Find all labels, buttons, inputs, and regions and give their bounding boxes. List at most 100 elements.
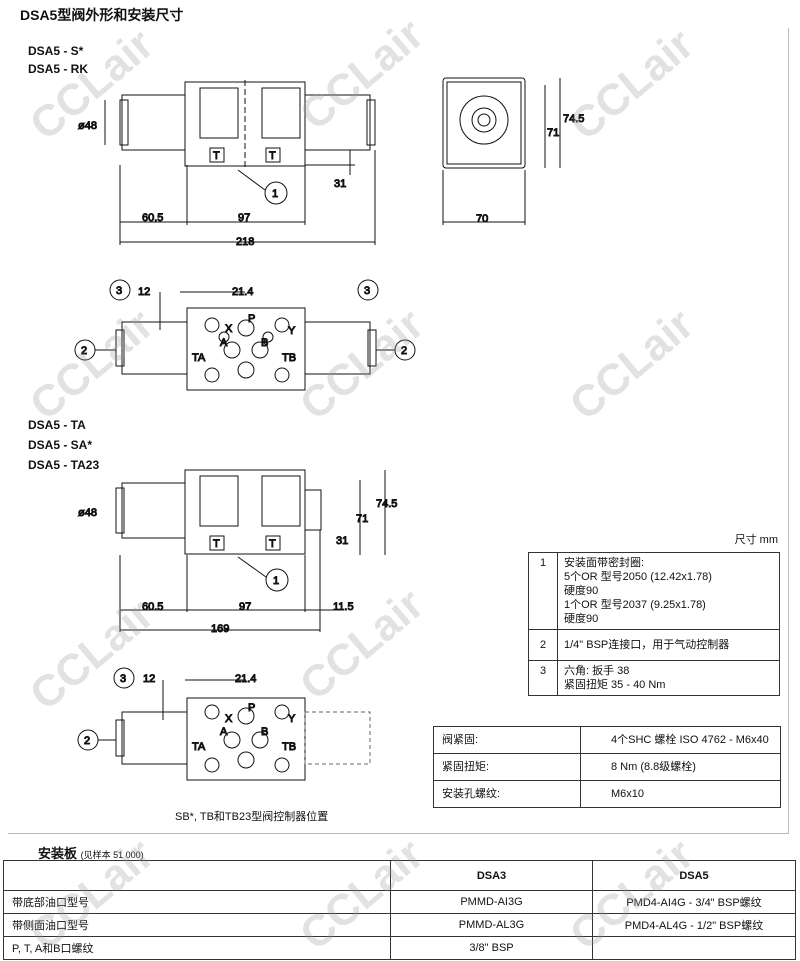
column-header: [3, 860, 391, 891]
note-line: 1个OR 型号2037 (9.25x1.78): [564, 599, 706, 611]
drawing-line: [237, 361, 255, 379]
table-row: P, T, A和B口螺纹 3/8" BSP: [3, 936, 796, 960]
dimension-label: ø48: [78, 120, 97, 132]
drawing-line: [251, 341, 269, 359]
drawing-line: [218, 331, 230, 343]
port-label: TA: [192, 741, 206, 753]
port-label: TA: [192, 352, 206, 364]
drawing-line: [262, 331, 274, 343]
callout-number: 1: [272, 188, 278, 200]
port-label: P: [248, 702, 255, 714]
table-cell: 带底部油口型号: [3, 890, 391, 914]
drawing-frame: [8, 28, 789, 834]
note-number: 3: [528, 660, 558, 696]
spec-value: M6x10: [580, 780, 781, 808]
dimension-label: 169: [211, 623, 229, 635]
table-row: 带侧面油口型号 PMMD-AL3G PMD4-AL4G - 1/2" BSP螺纹: [3, 913, 796, 937]
drawing-line: [223, 341, 241, 359]
dimension-label: 97: [239, 601, 251, 613]
drawing-line: [199, 87, 239, 139]
dimension-label: 218: [236, 236, 254, 248]
table-row: 阀紧固:4个SHC 螺栓 ISO 4762 - M6x40: [433, 726, 781, 754]
drawing-line: [186, 307, 306, 391]
port-label: Y: [288, 325, 296, 337]
table-row: 带底部油口型号 PMMD-AI3G PMD4-AI4G - 3/4" BSP螺纹: [3, 890, 796, 914]
drawing-line: [459, 95, 509, 145]
dimension-label: 31: [334, 178, 346, 190]
port-label: B: [261, 726, 268, 738]
valve-end-view: 70 74.5 71: [442, 77, 585, 226]
note-text: 六角: 扳手 38 紧固扭矩 35 - 40 Nm: [557, 660, 780, 696]
technical-drawings: T T ø48 31 60.5 97 218 1 70 74.5 71: [74, 77, 585, 823]
drawing-line: [477, 113, 491, 127]
note-line: 1/4" BSP连接口，用于气动控制器: [564, 639, 730, 651]
drawing-line: [366, 99, 376, 146]
drawing-line: [223, 731, 241, 749]
drawing-line: [274, 757, 290, 773]
dimension-label: 31: [336, 535, 348, 547]
drawing-line: [115, 719, 125, 757]
valve-side-view-single: T T ø48 74.5 71 31 60.5 97 11.5 169 1: [78, 469, 398, 636]
note-line: 硬度90: [564, 613, 599, 625]
notes-table: 1 安装面带密封圈: 5个OR 型号2050 (12.42x1.78) 硬度90…: [528, 552, 780, 696]
port-label: T: [213, 150, 220, 162]
port-label: A: [220, 337, 228, 349]
table-cell: [592, 936, 796, 960]
drawing-line: [357, 279, 379, 301]
note-line: 紧固扭矩 35 - 40 Nm: [564, 679, 666, 691]
callout-number: 2: [81, 345, 87, 357]
drawing-line: [304, 711, 371, 765]
model-label: DSA5 - TA23: [28, 458, 100, 472]
dimension-label: 12: [138, 286, 150, 298]
spec-table: 阀紧固:4个SHC 螺栓 ISO 4762 - M6x40 紧固扭矩:8 Nm …: [433, 726, 781, 808]
drawing-line: [184, 469, 306, 555]
table-cell: 带侧面油口型号: [3, 913, 391, 937]
drawing-line: [265, 568, 289, 592]
port-label: TB: [282, 352, 296, 364]
table-row: 紧固扭矩:8 Nm (8.8级螺栓): [433, 753, 781, 781]
table-cell: PMMD-AI3G: [390, 890, 593, 914]
dimension-label: 11.5: [333, 601, 354, 613]
page-title: DSA5型阀外形和安装尺寸: [20, 7, 184, 23]
dimension-label: 74.5: [376, 498, 397, 510]
spec-label: 紧固扭矩:: [433, 753, 581, 781]
port-label: T: [213, 538, 220, 550]
drawing-line: [237, 556, 267, 578]
dimension-label: 12: [143, 673, 155, 685]
drawing-line: [121, 94, 188, 151]
drawing-line: [204, 367, 220, 383]
drawing-line: [237, 319, 255, 337]
drawing-line: [113, 667, 135, 689]
drawing-line: [471, 107, 497, 133]
mounting-plate-table: DSA3 DSA5 带底部油口型号 PMMD-AI3G PMD4-AI4G - …: [3, 860, 796, 960]
note-line: 硬度90: [564, 585, 599, 597]
drawing-line: [237, 707, 255, 725]
spec-label: 阀紧固:: [433, 726, 581, 754]
port-label: X: [225, 713, 233, 725]
dimension-label: 71: [356, 513, 368, 525]
callout-number: 3: [120, 673, 126, 685]
port-label: T: [269, 538, 276, 550]
model-label: DSA5 - TA: [28, 418, 86, 432]
dimension-label: ø48: [78, 507, 97, 519]
drawing-line: [199, 475, 239, 527]
drawing-line: [121, 321, 188, 375]
drawing-line: [265, 147, 281, 163]
dimension-label: 21.4: [232, 286, 253, 298]
drawing-line: [204, 317, 220, 333]
dimension-label: 21.4: [235, 673, 256, 685]
dimension-label: 60.5: [142, 212, 163, 224]
callout-number: 2: [84, 735, 90, 747]
table-cell: PMD4-AI4G - 3/4" BSP螺纹: [592, 890, 796, 914]
table-row: 3 六角: 扳手 38 紧固扭矩 35 - 40 Nm: [528, 660, 780, 696]
drawing-line: [109, 279, 131, 301]
column-header: DSA5: [592, 860, 796, 891]
drawing-line: [304, 321, 371, 375]
drawing-line: [204, 757, 220, 773]
drawing-line: [265, 535, 281, 551]
port-label: B: [261, 337, 268, 349]
drawing-line: [237, 169, 266, 191]
model-label: DSA5 - RK: [28, 62, 89, 76]
model-label: DSA5 - S*: [28, 44, 84, 58]
drawing-line: [121, 482, 188, 539]
